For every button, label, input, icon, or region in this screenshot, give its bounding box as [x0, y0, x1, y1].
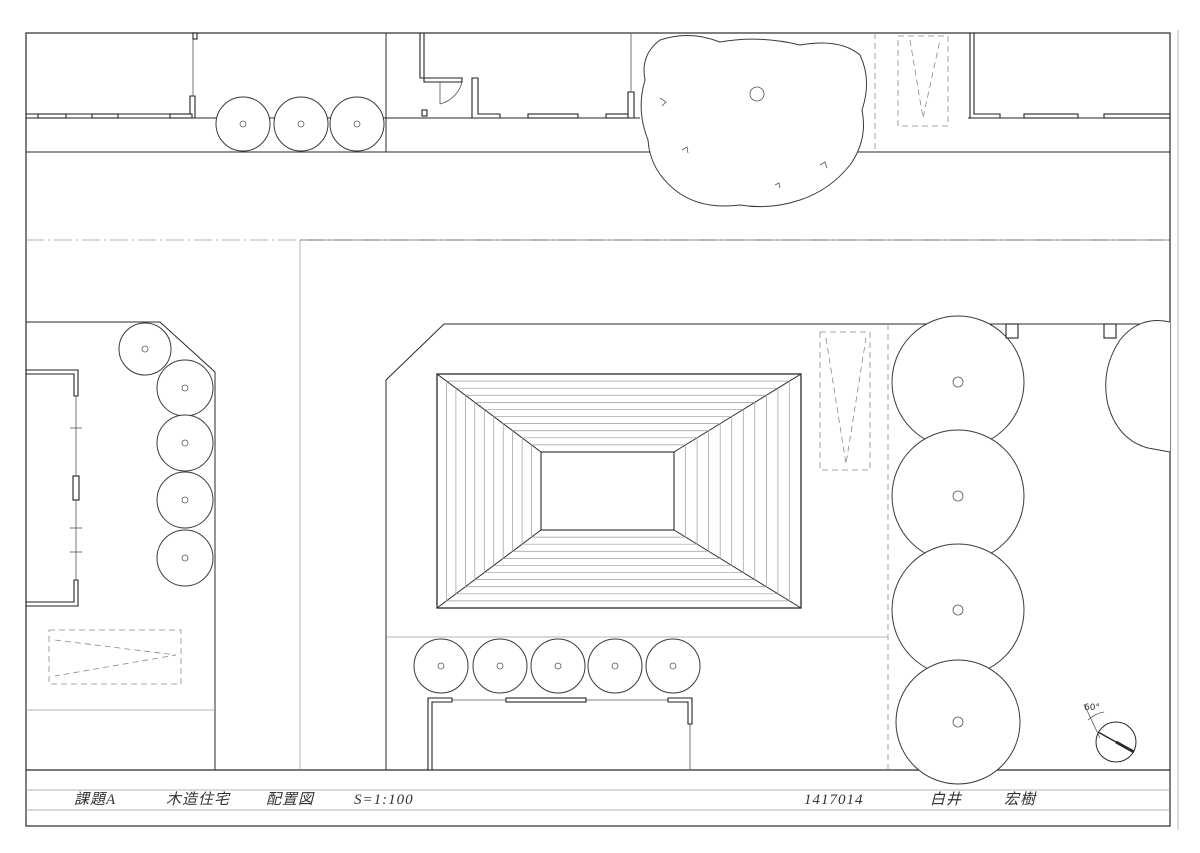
student-id: 1417014: [804, 792, 864, 808]
lot-top-left: [25, 32, 387, 152]
lot-left: [25, 321, 216, 770]
tree-column-right: [891, 315, 1025, 785]
tree-column-left: [118, 322, 214, 587]
roof-hatch-right: [685, 381, 790, 601]
house-bottom-neighbor: [427, 697, 693, 771]
student-family-name: 白井: [930, 791, 963, 808]
parking-main: [819, 331, 871, 471]
tree-row-bottom: [413, 638, 701, 694]
title-block: 課題A 木造住宅 配置図 S=1:100 1417014 白井 宏樹: [74, 791, 1037, 808]
lot-top-center: [386, 32, 640, 119]
roof-hatch-bottom: [446, 536, 790, 602]
parking-top-right: [874, 33, 949, 152]
assignment-label: 課題A: [74, 791, 116, 808]
lot-top-right: [968, 32, 1171, 119]
compass-angle-label: 60°: [1084, 703, 1100, 713]
scale-label: S=1:100: [354, 792, 414, 808]
drawing-type-label: 配置図: [266, 791, 315, 808]
roof-hatch-top: [446, 380, 790, 446]
roof-hatch-left: [446, 381, 532, 601]
house-roof-plan: [436, 373, 802, 609]
road: [26, 151, 1170, 770]
main-lot: [385, 315, 1171, 785]
student-given-name: 宏樹: [1004, 791, 1037, 808]
subject-label: 木造住宅: [166, 791, 231, 808]
tree-row-top-left: [215, 96, 385, 152]
north-compass: 60°: [1083, 703, 1137, 763]
large-tree-top: [640, 35, 867, 208]
